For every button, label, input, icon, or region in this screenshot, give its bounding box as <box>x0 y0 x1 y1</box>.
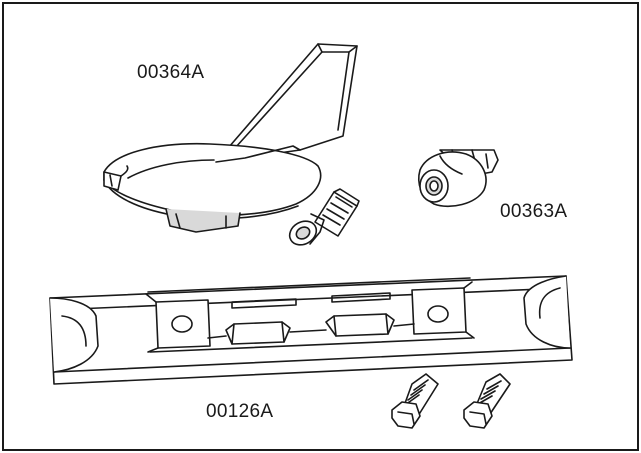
plug-anode <box>418 149 499 208</box>
trim-tab-anode <box>103 43 360 246</box>
hex-bolt <box>391 373 439 429</box>
bar-anode <box>49 275 573 385</box>
part-number-plug: 00363A <box>500 201 568 222</box>
part-number-trim-tab: 00364A <box>137 62 205 83</box>
part-number-bar: 00126A <box>206 401 274 422</box>
hex-bolt <box>463 373 511 429</box>
